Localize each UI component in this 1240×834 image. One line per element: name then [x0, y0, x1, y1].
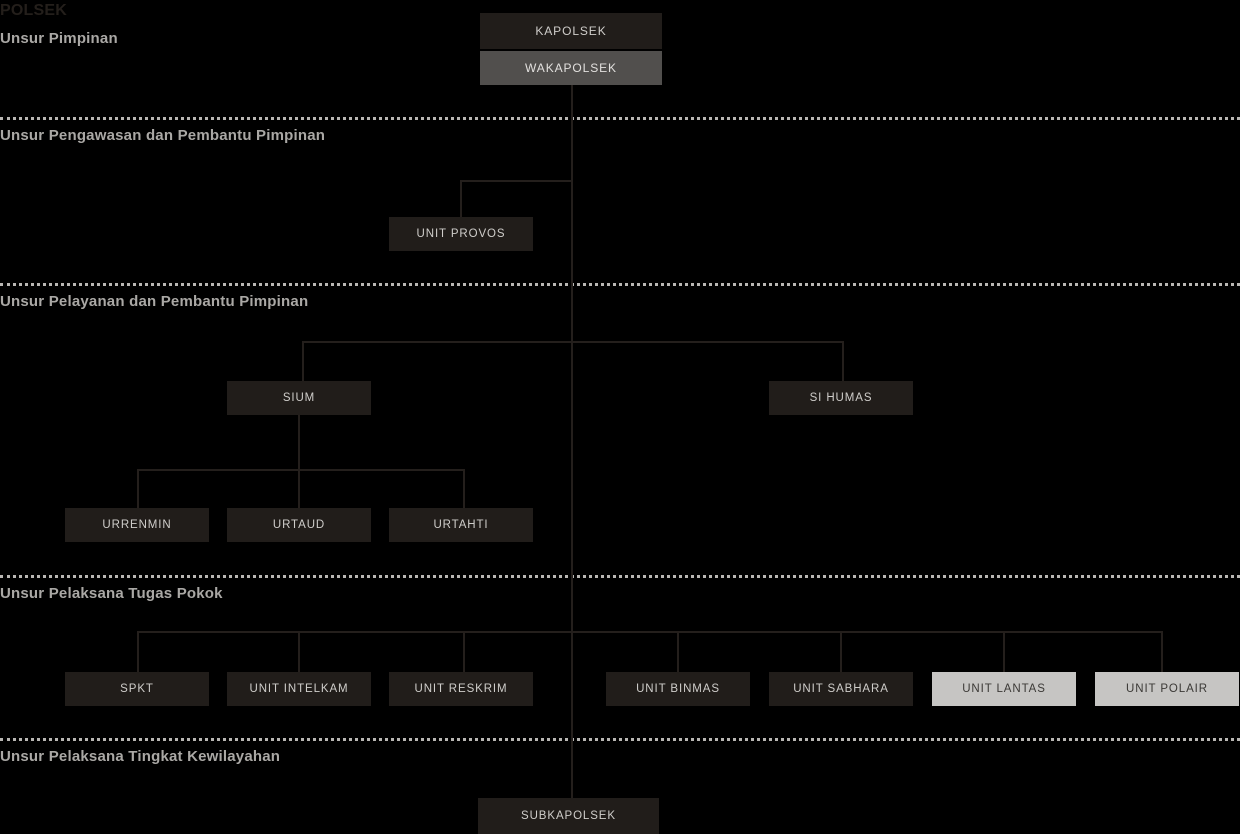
node-wakapolsek[interactable]: WAKAPOLSEK: [480, 51, 662, 85]
trunk-line-main: [571, 85, 573, 798]
connector-provos-vertical: [460, 180, 462, 217]
connector-sium-drop: [302, 341, 304, 381]
connector-sihumas-drop: [842, 341, 844, 381]
connector-pelayanan-bus: [302, 341, 844, 343]
connector-reskrim-drop: [463, 631, 465, 672]
node-urtaud[interactable]: URTAUD: [227, 508, 371, 542]
node-unit-sabhara[interactable]: UNIT SABHARA: [769, 672, 913, 706]
connector-pelaksana-bus: [137, 631, 1162, 633]
node-unit-provos[interactable]: UNIT PROVOS: [389, 217, 533, 251]
connector-urrenmin-drop: [137, 469, 139, 508]
node-unit-polair[interactable]: UNIT POLAIR: [1095, 672, 1239, 706]
connector-binmas-drop: [677, 631, 679, 672]
connector-sium-stem: [298, 415, 300, 469]
section-divider-pelaksana: [0, 575, 1240, 578]
section-label-pimpinan: Unsur Pimpinan: [0, 30, 118, 47]
section-label-pelaksana: Unsur Pelaksana Tugas Pokok: [0, 585, 223, 602]
section-label-pengawasan: Unsur Pengawasan dan Pembantu Pimpinan: [0, 127, 326, 144]
section-divider-kewilayahan: [0, 738, 1240, 741]
connector-provos-horizontal: [460, 180, 573, 182]
connector-intelkam-drop: [298, 631, 300, 672]
section-label-kewilayahan: Unsur Pelaksana Tingkat Kewilayahan: [0, 748, 281, 765]
section-divider-pelayanan: [0, 283, 1240, 286]
section-label-pelayanan: Unsur Pelayanan dan Pembantu Pimpinan: [0, 293, 309, 310]
node-unit-reskrim[interactable]: UNIT RESKRIM: [389, 672, 533, 706]
connector-lantas-drop: [1003, 631, 1005, 672]
node-unit-lantas[interactable]: UNIT LANTAS: [932, 672, 1076, 706]
connector-urusan-bus: [137, 469, 465, 471]
node-sium[interactable]: SIUM: [227, 381, 371, 415]
connector-polair-drop: [1161, 631, 1163, 672]
connector-urtahti-drop: [463, 469, 465, 508]
node-kapolsek[interactable]: KAPOLSEK: [480, 13, 662, 49]
node-subkapolsek[interactable]: SUBKAPOLSEK: [478, 798, 659, 834]
node-unit-intelkam[interactable]: UNIT INTELKAM: [227, 672, 371, 706]
connector-spkt-drop: [137, 631, 139, 672]
chart-title: POLSEK: [0, 2, 67, 19]
connector-urtaud-drop: [298, 469, 300, 508]
section-divider-pengawasan: [0, 117, 1240, 120]
node-si-humas[interactable]: SI HUMAS: [769, 381, 913, 415]
node-unit-binmas[interactable]: UNIT BINMAS: [606, 672, 750, 706]
node-spkt[interactable]: SPKT: [65, 672, 209, 706]
node-urrenmin[interactable]: URRENMIN: [65, 508, 209, 542]
connector-sabhara-drop: [840, 631, 842, 672]
node-urtahti[interactable]: URTAHTI: [389, 508, 533, 542]
